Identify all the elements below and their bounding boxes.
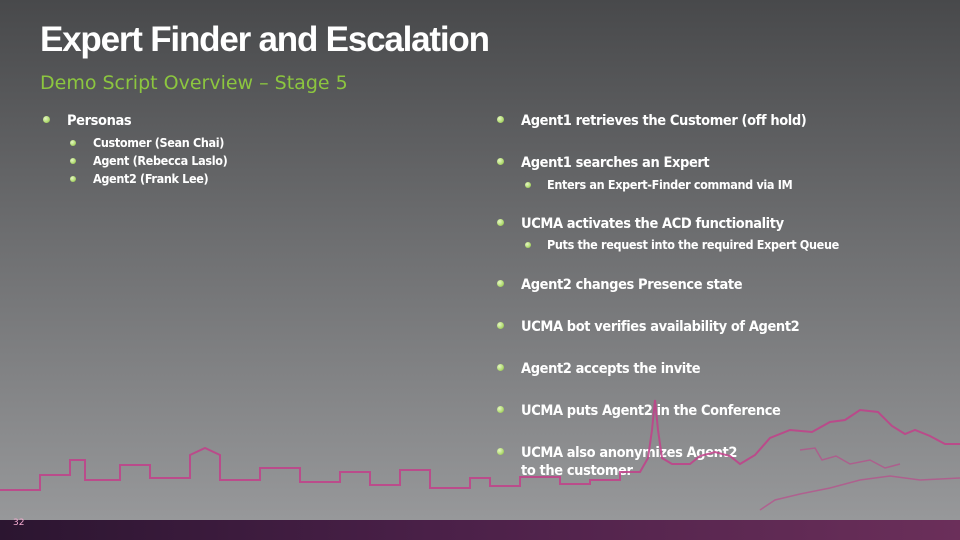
step-item: Agent1 searches an Expert: [521, 155, 710, 171]
sub-bullet-icon: [525, 182, 531, 188]
bullet-icon: [497, 116, 504, 123]
page-number: 32: [13, 518, 25, 528]
bullet-icon: [497, 364, 504, 371]
sub-bullet-icon: [70, 158, 76, 164]
step-item: UCMA activates the ACD functionality: [521, 216, 784, 232]
bullet-icon: [497, 322, 504, 329]
persona-item: Customer (Sean Chai): [93, 135, 225, 150]
bullet-icon: [43, 116, 50, 123]
personas-heading: Personas: [67, 113, 132, 129]
step-item: Agent2 accepts the invite: [521, 361, 701, 377]
step-item-continuation: to the customer: [521, 463, 633, 479]
step-sub-item: Enters an Expert-Finder command via IM: [547, 177, 793, 192]
sub-bullet-icon: [70, 140, 76, 146]
persona-item: Agent2 (Frank Lee): [93, 171, 209, 186]
sub-bullet-icon: [525, 242, 531, 248]
step-item: UCMA puts Agent2 in the Conference: [521, 403, 781, 419]
step-item: Agent2 changes Presence state: [521, 277, 743, 293]
bullet-icon: [497, 158, 504, 165]
bullet-icon: [497, 219, 504, 226]
slide-subtitle: Demo Script Overview – Stage 5: [40, 72, 348, 94]
step-item: Agent1 retrieves the Customer (off hold): [521, 113, 807, 129]
step-sub-item: Puts the request into the required Exper…: [547, 237, 839, 252]
bullet-icon: [497, 448, 504, 455]
persona-item: Agent (Rebecca Laslo): [93, 153, 228, 168]
slide-title: Expert Finder and Escalation: [40, 20, 490, 59]
bullet-icon: [497, 406, 504, 413]
footer-bar: [0, 520, 960, 540]
step-item: UCMA bot verifies availability of Agent2: [521, 319, 800, 335]
step-item: UCMA also anonymizes Agent2: [521, 445, 738, 461]
city-skyline-illustration: [0, 399, 960, 511]
bullet-icon: [497, 280, 504, 287]
sub-bullet-icon: [70, 176, 76, 182]
